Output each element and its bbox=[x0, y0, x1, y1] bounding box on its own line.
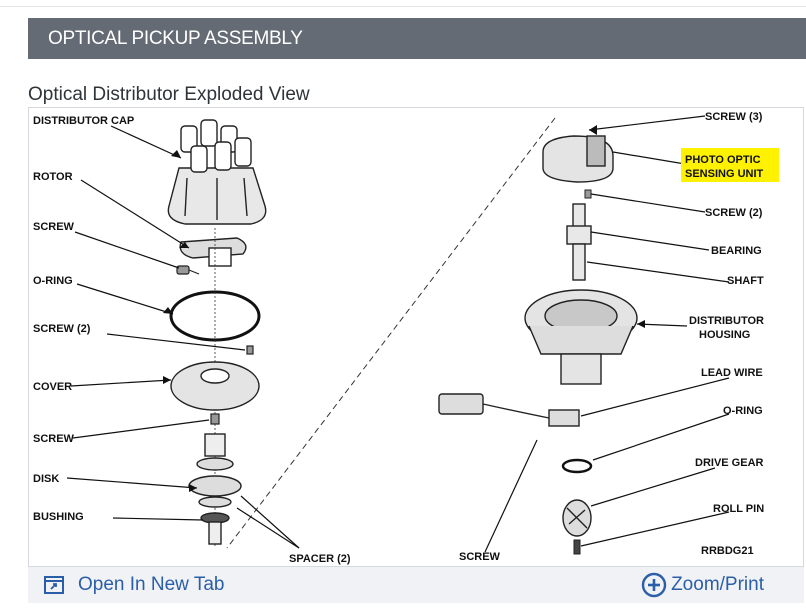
photo-optic-unit-part bbox=[542, 135, 614, 183]
label-photo-optic-line2: SENSING UNIT bbox=[685, 168, 764, 180]
roll-pin-part bbox=[573, 539, 581, 555]
label-drive-gear: DRIVE GEAR bbox=[695, 457, 764, 469]
shaft-part bbox=[566, 203, 592, 281]
screw-part-right bbox=[584, 189, 592, 199]
open-new-tab-icon bbox=[44, 576, 64, 594]
arrowhead bbox=[171, 150, 181, 158]
label-housing-line2: HOUSING bbox=[699, 329, 750, 341]
cover-part bbox=[170, 361, 260, 411]
zoom-print-label: Zoom/Print bbox=[671, 574, 764, 595]
screw-pair-part bbox=[246, 345, 254, 355]
label-cover: COVER bbox=[33, 381, 72, 393]
figure-footer-bar: Open In New Tab Zoom/Print bbox=[28, 567, 804, 603]
label-bearing: BEARING bbox=[711, 245, 762, 257]
label-bushing: BUSHING bbox=[33, 511, 84, 523]
open-in-new-tab-label: Open In New Tab bbox=[78, 574, 225, 595]
leader-lines bbox=[66, 115, 730, 553]
screw-part-left bbox=[176, 265, 200, 275]
arrowhead bbox=[179, 242, 189, 248]
o-ring-part-right bbox=[561, 458, 593, 474]
label-roll-pin: ROLL PIN bbox=[713, 503, 764, 515]
arrowhead bbox=[163, 307, 173, 314]
arrowhead bbox=[163, 376, 171, 384]
drive-gear-part bbox=[562, 499, 592, 537]
label-screw-left: SCREW bbox=[33, 221, 75, 233]
label-o-ring-right: O-RING bbox=[723, 405, 763, 417]
label-screw-lower-left: SCREW bbox=[33, 433, 75, 445]
label-spacer: SPACER (2) bbox=[289, 553, 351, 565]
label-disk: DISK bbox=[33, 473, 59, 485]
arrowhead bbox=[189, 484, 197, 492]
distributor-housing-part bbox=[524, 289, 638, 385]
figure-frame: DISTRIBUTOR CAP ROTOR SCREW O-RING SCREW… bbox=[28, 107, 804, 567]
label-screw-2-left: SCREW (2) bbox=[33, 323, 91, 335]
label-o-ring-left: O-RING bbox=[33, 275, 73, 287]
label-lead-wire: LEAD WIRE bbox=[701, 367, 763, 379]
zoom-print-link[interactable]: Zoom/Print bbox=[641, 571, 764, 599]
figure-code: RRBDG21 bbox=[701, 545, 754, 557]
label-rotor: ROTOR bbox=[33, 171, 73, 183]
section-header: OPTICAL PICKUP ASSEMBLY bbox=[28, 18, 806, 59]
label-distributor-cap: DISTRIBUTOR CAP bbox=[33, 115, 134, 127]
distributor-cap-part bbox=[167, 119, 267, 225]
top-divider bbox=[0, 6, 806, 7]
photo-optic-highlight bbox=[681, 148, 779, 182]
rotor-part bbox=[179, 237, 247, 267]
arrowhead bbox=[589, 125, 597, 135]
figure-caption: Optical Distributor Exploded View bbox=[28, 84, 310, 105]
label-shaft: SHAFT bbox=[727, 275, 764, 287]
label-photo-optic-line1: PHOTO OPTIC bbox=[685, 154, 761, 166]
assembly-axis-diagonal bbox=[226, 117, 556, 549]
label-screw-2-right: SCREW (2) bbox=[705, 207, 763, 219]
section-title: OPTICAL PICKUP ASSEMBLY bbox=[48, 28, 303, 49]
label-screw-3: SCREW (3) bbox=[705, 111, 763, 123]
zoom-plus-icon bbox=[641, 572, 667, 598]
screw-part-lower bbox=[210, 413, 220, 425]
open-in-new-tab-link[interactable]: Open In New Tab bbox=[44, 573, 224, 597]
arrowhead bbox=[637, 320, 645, 328]
label-housing-line1: DISTRIBUTOR bbox=[689, 315, 764, 327]
lead-wire-part bbox=[438, 393, 580, 427]
label-screw-center: SCREW bbox=[459, 551, 501, 563]
disk-assembly-part bbox=[188, 433, 242, 545]
exploded-view-diagram: DISTRIBUTOR CAP ROTOR SCREW O-RING SCREW… bbox=[33, 111, 779, 565]
